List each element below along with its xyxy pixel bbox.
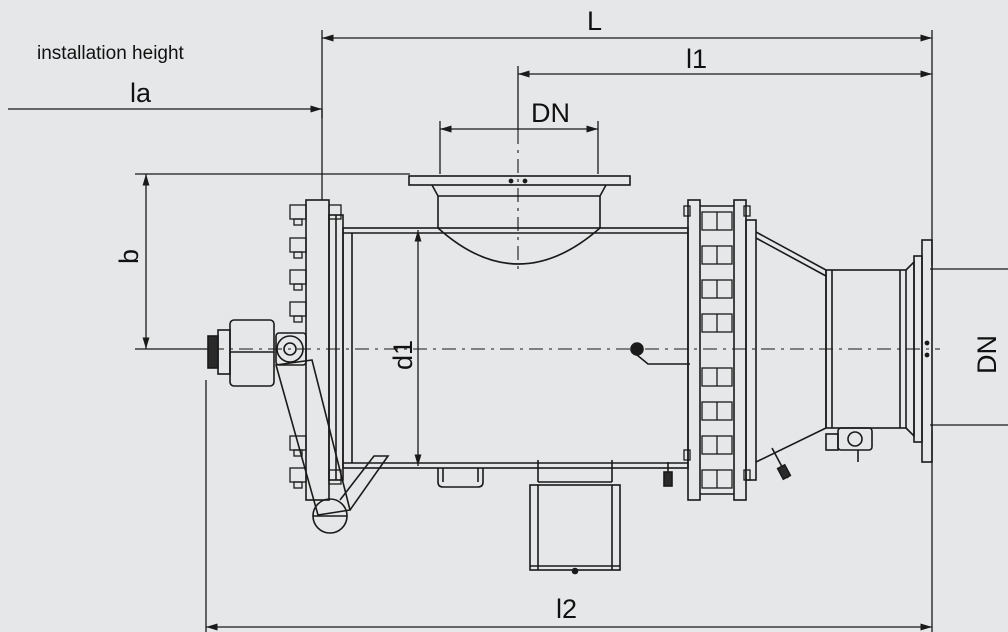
drive-motor — [207, 319, 307, 387]
label-L: L — [587, 6, 603, 36]
bottom-drain-left — [437, 468, 484, 488]
valve-small-2 — [771, 447, 792, 481]
right-bolts — [683, 205, 751, 489]
label-l1: l1 — [686, 44, 708, 74]
left-cover — [305, 199, 344, 501]
conical-outlet — [755, 231, 933, 463]
centre-lines — [210, 130, 940, 350]
valve-small-1 — [663, 462, 673, 487]
label-DN-right: DN — [972, 335, 1002, 374]
outlet-valve — [825, 427, 873, 462]
label-la: la — [130, 78, 152, 108]
label-d1: d1 — [388, 339, 418, 370]
top-inlet-flange — [408, 175, 631, 265]
bottom-flush-outlet — [529, 460, 621, 575]
label-DN-top: DN — [531, 98, 570, 128]
label-installation-height: installation height — [37, 43, 184, 64]
label-l2: l2 — [556, 594, 578, 624]
pressure-connection — [630, 342, 690, 365]
left-bolts — [289, 204, 342, 489]
dimension-lines — [8, 30, 1008, 632]
drive-arm — [274, 359, 390, 534]
label-b: b — [114, 248, 144, 264]
right-flange — [687, 199, 757, 501]
